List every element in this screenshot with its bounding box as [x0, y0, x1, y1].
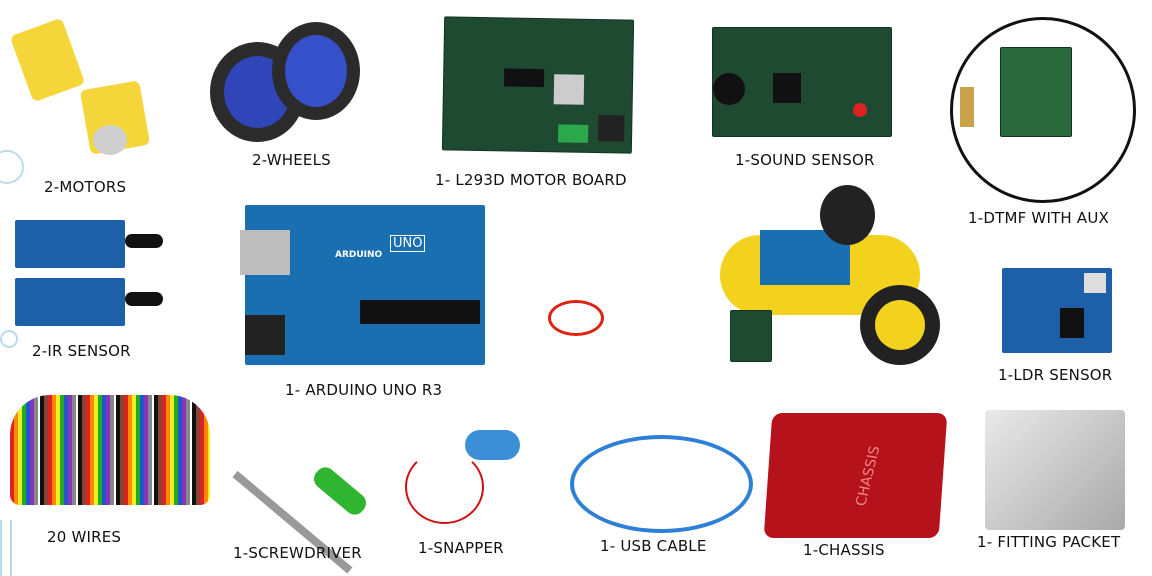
screwdriver-label: 1-SCREWDRIVER: [233, 544, 362, 562]
circuit-decoration: [10, 520, 13, 576]
chassis-text: CHASSIS: [853, 444, 884, 508]
snapper-image: [400, 430, 530, 525]
ldr-sensor-label: 1-LDR SENSOR: [998, 366, 1113, 384]
dtmf-image: [940, 12, 1140, 203]
sound-sensor-image: [712, 27, 892, 137]
motors-label: 2-MOTORS: [44, 178, 127, 196]
ldr-sensor-image: [1002, 268, 1112, 353]
arduino-model: UNO: [390, 235, 426, 252]
arduino-label: 1- ARDUINO UNO R3: [285, 381, 443, 399]
chassis-image: CHASSIS: [763, 413, 948, 538]
circuit-decoration: [0, 520, 3, 576]
usb-cable-label: 1- USB CABLE: [600, 537, 707, 555]
chassis-label: 1-CHASSIS: [803, 541, 885, 559]
fitting-packet-image: [985, 410, 1125, 530]
assembled-robot-image: [660, 185, 950, 385]
circuit-decoration: [0, 330, 18, 348]
screwdriver-handle: [309, 463, 371, 519]
motor-board-label: 1- L293D MOTOR BOARD: [435, 171, 627, 189]
dtmf-label: 1-DTMF WITH AUX: [968, 209, 1109, 227]
circuit-decoration: [0, 150, 24, 184]
wheels-label: 2-WHEELS: [252, 151, 331, 169]
arduino-brand: ARDUINO: [335, 250, 383, 260]
wires-label: 20 WIRES: [47, 528, 122, 546]
wheels-image: [210, 22, 360, 147]
motors-image: [9, 15, 155, 165]
arduino-image: ARDUINO UNO: [240, 205, 485, 365]
ir-sensor-image: [15, 220, 165, 330]
snapper-label: 1-SNAPPER: [418, 539, 504, 557]
ir-sensor-label: 2-IR SENSOR: [32, 342, 131, 360]
usb-cable-image: [570, 435, 753, 533]
wires-image: [10, 395, 210, 505]
motor-board-image: [441, 16, 635, 154]
fitting-packet-label: 1- FITTING PACKET: [977, 533, 1121, 551]
brand-logo: [548, 300, 604, 336]
sound-sensor-label: 1-SOUND SENSOR: [735, 151, 875, 169]
